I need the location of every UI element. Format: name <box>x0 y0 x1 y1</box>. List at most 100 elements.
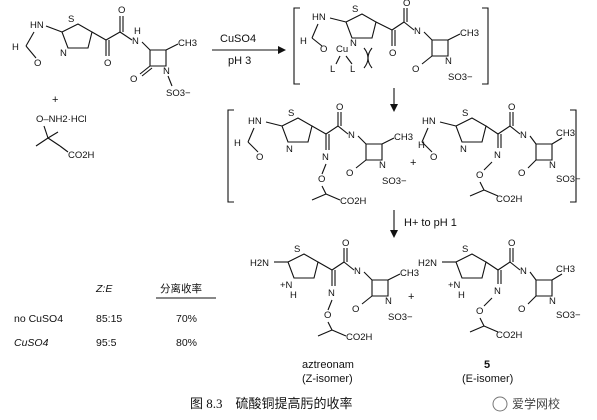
svg-text:SO3−: SO3− <box>382 176 407 187</box>
watermark: 爱学网校 <box>492 396 560 412</box>
svg-text:N: N <box>328 288 335 299</box>
svg-text:N: N <box>520 130 527 141</box>
svg-text:N: N <box>286 144 293 155</box>
svg-text:N: N <box>354 266 361 277</box>
svg-text:SO3−: SO3− <box>556 310 581 321</box>
svg-text:CH3: CH3 <box>400 268 419 279</box>
svg-text:CO2H: CO2H <box>340 196 367 207</box>
svg-text:H2N: H2N <box>418 258 437 269</box>
svg-text:HN: HN <box>312 12 326 23</box>
svg-text:O: O <box>508 238 515 249</box>
table-header-ratio: Z:E <box>95 283 113 295</box>
svg-text:O: O <box>320 44 327 55</box>
table-row-2-ratio: 95:5 <box>96 337 117 349</box>
svg-text:N: N <box>414 26 421 37</box>
svg-text:O: O <box>256 152 263 163</box>
svg-text:O: O <box>346 168 353 179</box>
svg-text:CO2H: CO2H <box>346 332 373 343</box>
atom-hn: HN <box>30 20 44 31</box>
svg-text:N: N <box>350 38 357 49</box>
svg-text:H2N: H2N <box>250 258 269 269</box>
svg-text:S: S <box>352 4 358 15</box>
svg-text:O: O <box>508 102 515 113</box>
svg-text:H: H <box>418 140 425 151</box>
svg-text:CH3: CH3 <box>556 128 575 139</box>
table-row-1-ratio: 85:15 <box>96 313 122 325</box>
arrow-cuso4: CuSO4 pH 3 <box>212 33 286 67</box>
svg-text:O: O <box>336 102 343 113</box>
svg-text:O: O <box>412 64 419 75</box>
svg-text:N: N <box>348 130 355 141</box>
svg-text:O: O <box>518 304 525 315</box>
figure-caption: 图 8.3 硫酸铜提高肟的收率 <box>190 396 353 411</box>
watermark-logo-icon <box>492 396 508 412</box>
table-row-1-yield: 70% <box>176 313 197 325</box>
arrow-acidify: H+ to pH 1 <box>390 210 457 238</box>
svg-text:H: H <box>234 138 241 149</box>
svg-text:CH3: CH3 <box>556 264 575 275</box>
plus-sign-bottom: + <box>408 291 414 303</box>
svg-text:O: O <box>324 310 331 321</box>
svg-text:S: S <box>294 244 300 255</box>
svg-text:+N: +N <box>280 280 293 291</box>
table-row-2-yield: 80% <box>176 337 197 349</box>
table-row-1-condition: no CuSO4 <box>14 313 63 325</box>
svg-text:N: N <box>460 144 467 155</box>
svg-text:N: N <box>549 160 556 171</box>
product-name-aztreonam: aztreonam <box>302 359 354 371</box>
svg-text:N: N <box>494 150 501 161</box>
intermediate-oxime-complexes: S HN H O N O N O CO2H N CH3 O N SO3− + <box>227 102 581 207</box>
svg-text:SO3−: SO3− <box>448 72 473 83</box>
svg-text:O: O <box>518 168 525 179</box>
svg-text:CO2H: CO2H <box>496 330 523 341</box>
svg-text:O: O <box>318 174 325 185</box>
svg-text:N: N <box>494 286 501 297</box>
svg-text:S: S <box>462 244 468 255</box>
reagent-cuso4: CuSO4 <box>220 33 256 45</box>
svg-text:N: N <box>132 36 139 47</box>
svg-text:HN: HN <box>248 116 262 127</box>
svg-text:N: N <box>520 266 527 277</box>
svg-text:N: N <box>385 296 392 307</box>
svg-text:CH3: CH3 <box>394 132 413 143</box>
atom-o: O <box>34 58 41 69</box>
atom-n: N <box>60 48 67 59</box>
svg-text:H: H <box>134 26 141 37</box>
svg-text:SO3−: SO3− <box>166 88 191 99</box>
product-number-5: 5 <box>484 359 490 371</box>
plus-sign: + <box>52 94 58 106</box>
copper-complex: S HN H O Cu N L L O O N CH3 O N SO3− <box>293 0 489 85</box>
svg-text:CH3: CH3 <box>178 38 197 49</box>
table-row-2-condition: CuSO4 <box>14 337 49 349</box>
svg-text:SO3−: SO3− <box>388 312 413 323</box>
svg-text:H: H <box>458 290 465 301</box>
svg-text:HN: HN <box>422 116 436 127</box>
svg-text:N: N <box>379 160 386 171</box>
product-isomer-e: (E-isomer) <box>462 373 513 385</box>
atom-cu: Cu <box>336 44 348 55</box>
acid-label: CO2H <box>68 150 95 161</box>
svg-text:N: N <box>322 152 329 163</box>
table-header-yield: 分离收率 <box>160 282 202 295</box>
svg-text:O: O <box>403 0 410 9</box>
svg-text:O: O <box>389 48 396 59</box>
svg-text:N: N <box>549 296 556 307</box>
svg-text:H: H <box>300 36 307 47</box>
starting-ketone: S N HN H O O O N H CH3 O N SO3− <box>12 5 197 99</box>
reagent-acidify: H+ to pH 1 <box>404 217 457 229</box>
svg-text:L: L <box>330 64 335 75</box>
product-isomer-z: (Z-isomer) <box>302 373 353 385</box>
svg-text:O: O <box>130 74 137 85</box>
svg-text:L: L <box>350 64 355 75</box>
watermark-text: 爱学网校 <box>512 396 560 411</box>
svg-text:O: O <box>342 238 349 249</box>
svg-text:S: S <box>288 108 294 119</box>
plus-sign-middle: + <box>410 157 416 169</box>
svg-text:O: O <box>104 58 111 69</box>
svg-text:O: O <box>476 170 483 181</box>
svg-text:SO3−: SO3− <box>556 174 581 185</box>
svg-text:+N: +N <box>448 280 461 291</box>
hydroxylamine-reagent: O–NH2·HCl CO2H <box>35 114 95 161</box>
atom-h: H <box>12 42 19 53</box>
